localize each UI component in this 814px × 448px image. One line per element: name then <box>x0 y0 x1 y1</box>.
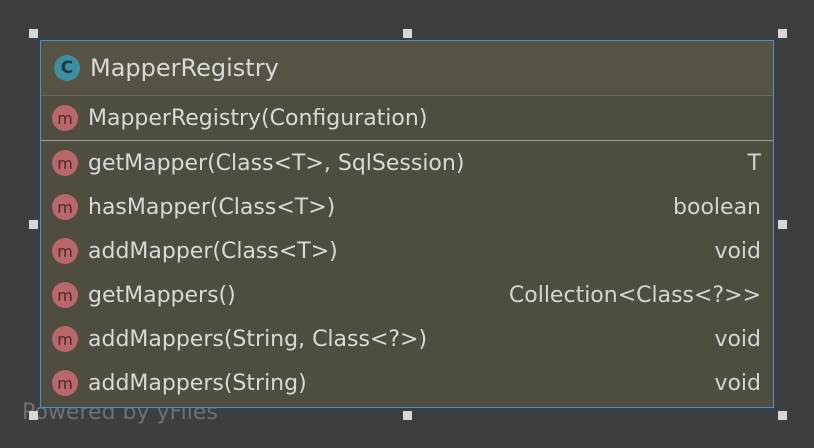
method-icon: m <box>52 194 78 220</box>
resize-handle-bottom-left[interactable] <box>29 411 38 420</box>
class-node-mapper-registry[interactable]: C MapperRegistry m MapperRegistry(Config… <box>40 40 774 408</box>
method-row[interactable]: m hasMapper(Class<T>) boolean <box>41 185 773 229</box>
resize-handle-top-right[interactable] <box>778 29 787 38</box>
method-return-type: void <box>714 238 761 264</box>
method-icon: m <box>52 150 78 176</box>
method-return-type: boolean <box>673 194 761 220</box>
method-signature: getMapper(Class<T>, SqlSession) <box>88 150 465 176</box>
method-icon: m <box>52 238 78 264</box>
method-icon: m <box>52 370 78 396</box>
resize-handle-top-left[interactable] <box>29 29 38 38</box>
resize-handle-bottom-right[interactable] <box>778 411 787 420</box>
method-signature: addMappers(String, Class<?>) <box>88 326 428 352</box>
method-row[interactable]: m addMappers(String, Class<?>) void <box>41 317 773 361</box>
method-signature: hasMapper(Class<T>) <box>88 194 336 220</box>
resize-handle-middle-right[interactable] <box>778 220 787 229</box>
method-row[interactable]: m addMapper(Class<T>) void <box>41 229 773 273</box>
class-name: MapperRegistry <box>90 54 279 82</box>
class-icon: C <box>54 55 80 81</box>
method-signature: getMappers() <box>88 282 236 308</box>
method-row[interactable]: m getMappers() Collection<Class<?>> <box>41 273 773 317</box>
resize-handle-top-center[interactable] <box>403 29 412 38</box>
method-icon: m <box>52 282 78 308</box>
method-return-type: Collection<Class<?>> <box>508 282 761 308</box>
method-return-type: T <box>747 150 761 176</box>
method-return-type: void <box>714 370 761 396</box>
resize-handle-middle-left[interactable] <box>29 220 38 229</box>
method-row[interactable]: m getMapper(Class<T>, SqlSession) T <box>41 141 773 185</box>
method-icon: m <box>52 326 78 352</box>
constructor-signature: MapperRegistry(Configuration) <box>88 105 428 131</box>
constructor-row[interactable]: m MapperRegistry(Configuration) <box>41 96 773 141</box>
method-icon: m <box>52 105 78 131</box>
method-row[interactable]: m addMappers(String) void <box>41 361 773 405</box>
resize-handle-bottom-center[interactable] <box>403 411 412 420</box>
class-header[interactable]: C MapperRegistry <box>41 41 773 96</box>
method-return-type: void <box>714 326 761 352</box>
method-signature: addMapper(Class<T>) <box>88 238 338 264</box>
method-signature: addMappers(String) <box>88 370 307 396</box>
